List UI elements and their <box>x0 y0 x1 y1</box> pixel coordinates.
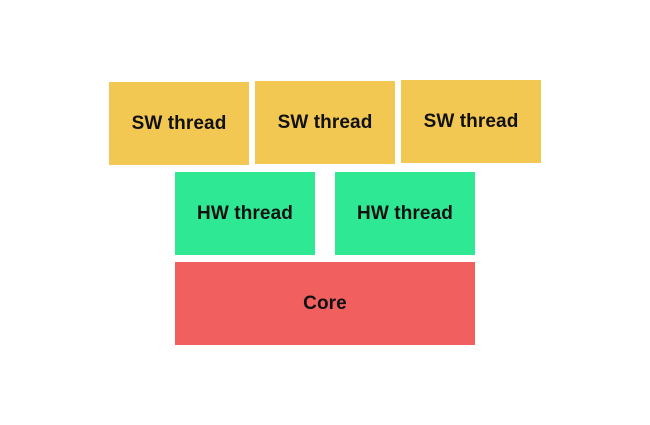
core-block: Core <box>175 262 475 345</box>
hw-thread-block: HW thread <box>335 172 475 255</box>
sw-thread-label: SW thread <box>423 110 519 132</box>
hw-thread-block: HW thread <box>175 172 315 255</box>
sw-thread-block: SW thread <box>109 82 249 165</box>
sw-thread-label: SW thread <box>277 111 373 133</box>
sw-thread-block: SW thread <box>401 80 541 163</box>
core-label: Core <box>303 292 347 314</box>
sw-thread-label: SW thread <box>131 112 227 134</box>
sw-thread-block: SW thread <box>255 81 395 164</box>
hw-thread-label: HW thread <box>197 202 293 224</box>
hw-thread-label: HW thread <box>357 202 453 224</box>
